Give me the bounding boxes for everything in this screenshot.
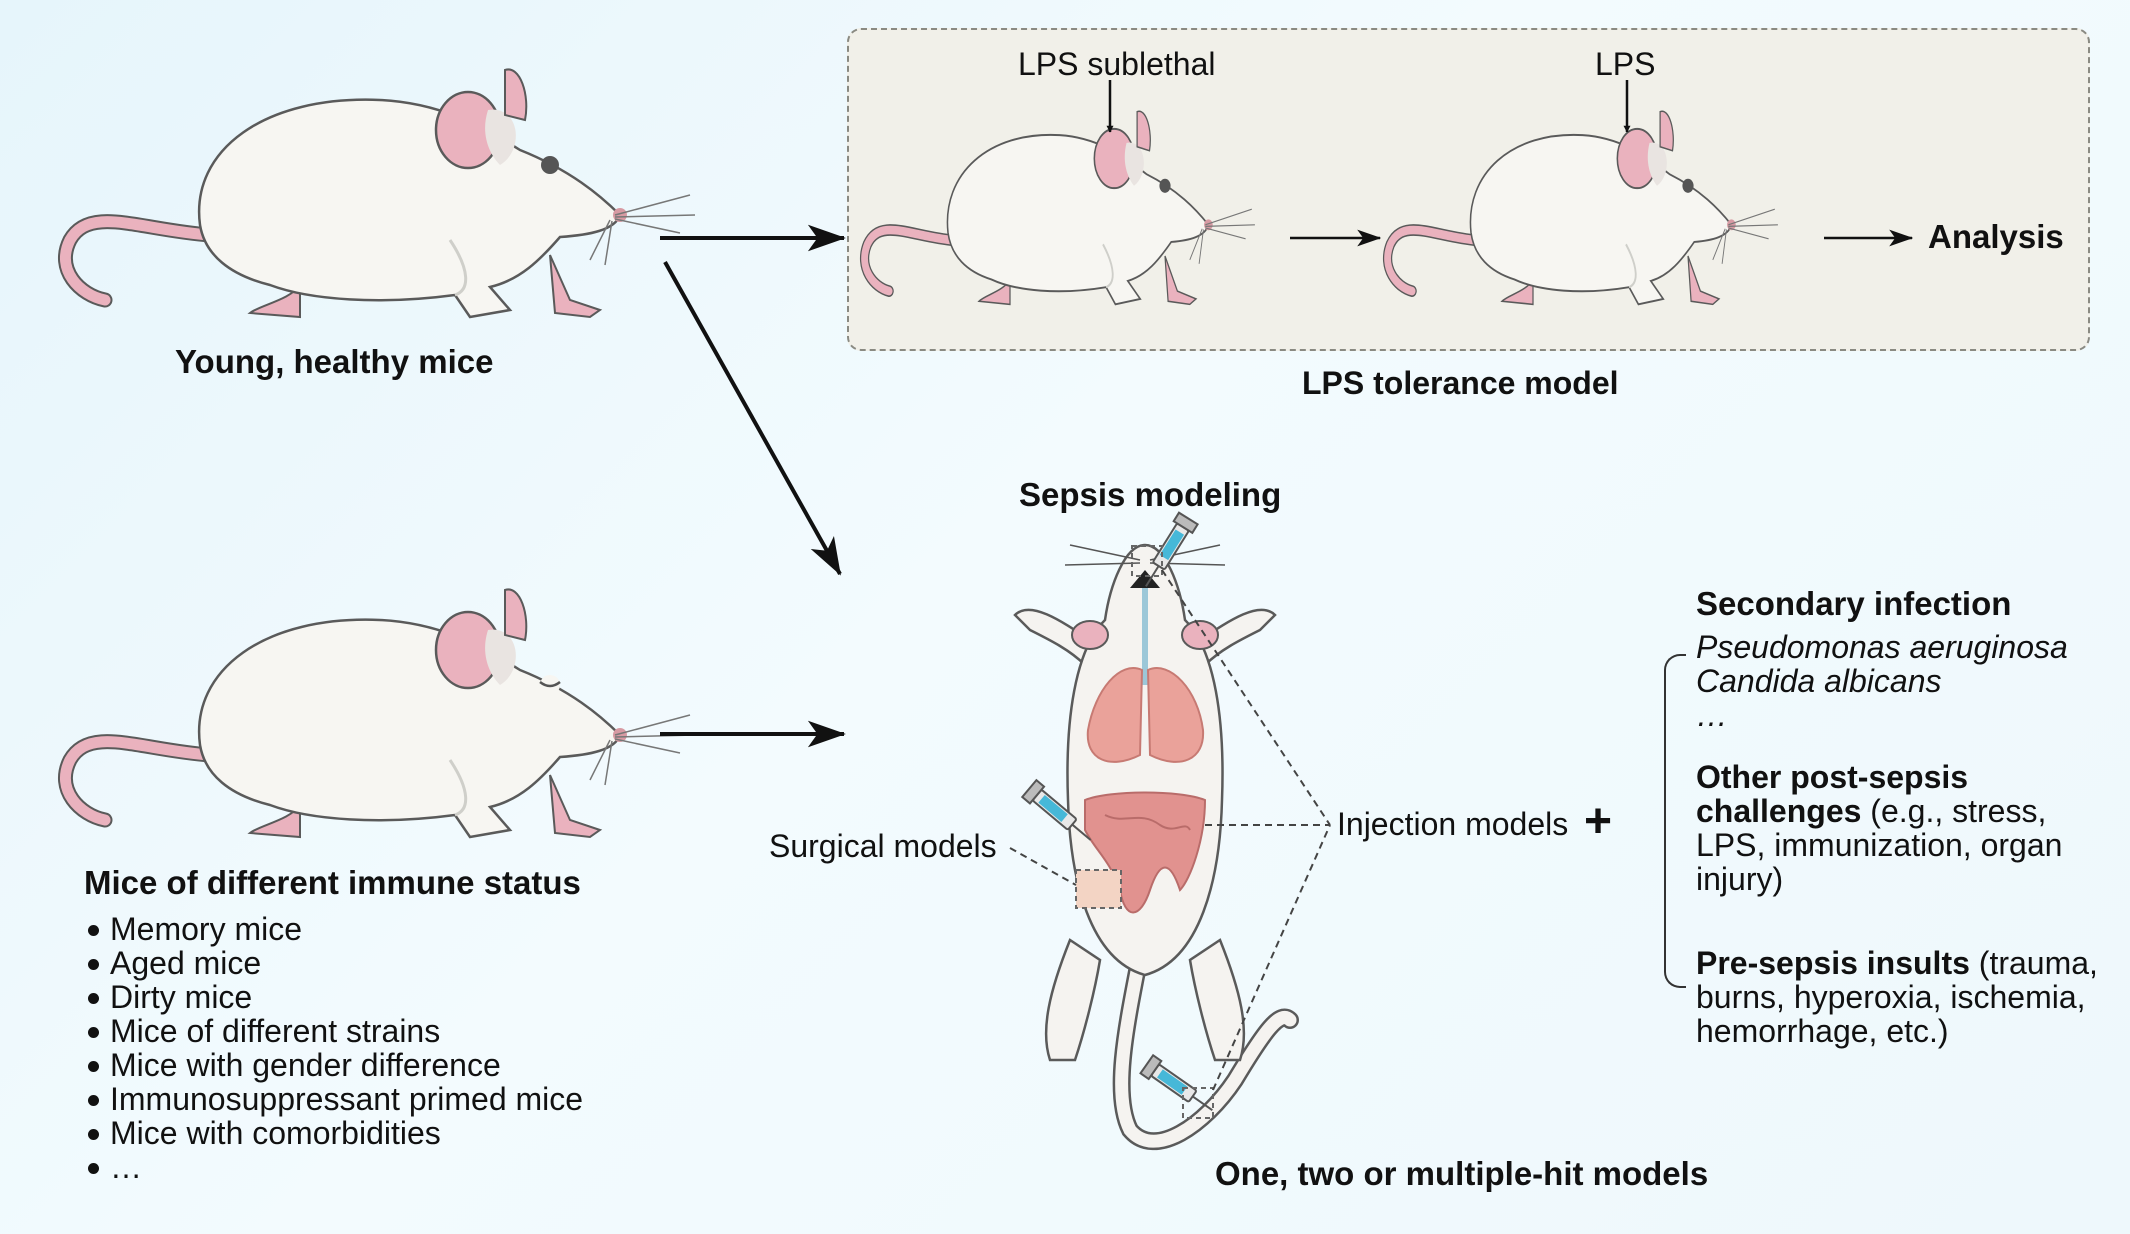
lungs-icon [1086, 667, 1144, 763]
list-item: Dirty mice [84, 980, 583, 1014]
sepsis-modeling-title: Sepsis modeling [1019, 476, 1282, 513]
young-mice-label: Young, healthy mice [175, 343, 494, 380]
tolerance-mouse-1-icon [865, 111, 1255, 304]
challenges-bracket [1664, 654, 1686, 988]
immune-mouse-icon [65, 589, 695, 837]
analysis-label: Analysis [1928, 218, 2064, 255]
tolerance-mouse-2-icon [1388, 111, 1778, 304]
lps-tolerance-title: LPS tolerance model [1302, 365, 1619, 401]
list-item: Aged mice [84, 946, 583, 980]
list-item: Memory mice [84, 912, 583, 946]
surgical-models-label: Surgical models [769, 828, 997, 864]
post-sepsis-block: Other post-sepsis challenges (e.g., stre… [1696, 760, 2116, 896]
pre-sepsis-detail: (trauma, burns, hyperoxia, ischemia, hem… [1696, 945, 2098, 1049]
dorsal-mouse-icon [1013, 543, 1299, 1151]
post-sepsis-detail: (e.g., stress, LPS, immunization, organ … [1696, 793, 2063, 897]
pre-sepsis-title: Pre-sepsis insults [1696, 945, 1970, 981]
list-item: … [84, 1150, 583, 1184]
lps-sublethal-label: LPS sublethal [1018, 46, 1216, 82]
multiple-hit-models-label: One, two or multiple-hit models [1215, 1155, 1709, 1192]
list-item: Mice with gender difference [84, 1048, 583, 1082]
young-mouse-icon [65, 69, 695, 317]
pathogen-1: Pseudomonas aeruginosa [1696, 629, 2068, 665]
list-item: Mice with comorbidities [84, 1116, 583, 1150]
immune-status-list: Memory mice Aged mice Dirty mice Mice of… [84, 912, 583, 1184]
post-sepsis-title: Other post-sepsis challenges [1696, 759, 1969, 829]
list-item: Immunosuppressant primed mice [84, 1082, 583, 1116]
pathogen-more: … [1696, 697, 1728, 733]
secondary-infection-title: Secondary infection [1696, 585, 2012, 622]
injection-models-label: Injection models [1337, 806, 1569, 842]
plus-icon: + [1584, 795, 1613, 848]
injection-connector-lines [1009, 569, 1331, 1091]
pre-sepsis-block: Pre-sepsis insults (trauma, burns, hyper… [1696, 946, 2126, 1048]
lps-label: LPS [1595, 46, 1656, 82]
immune-status-title: Mice of different immune status [84, 864, 581, 901]
list-item: Mice of different strains [84, 1014, 583, 1048]
pathogen-2: Candida albicans [1696, 663, 1942, 699]
to-sepsis-arrow-icon [663, 261, 842, 576]
